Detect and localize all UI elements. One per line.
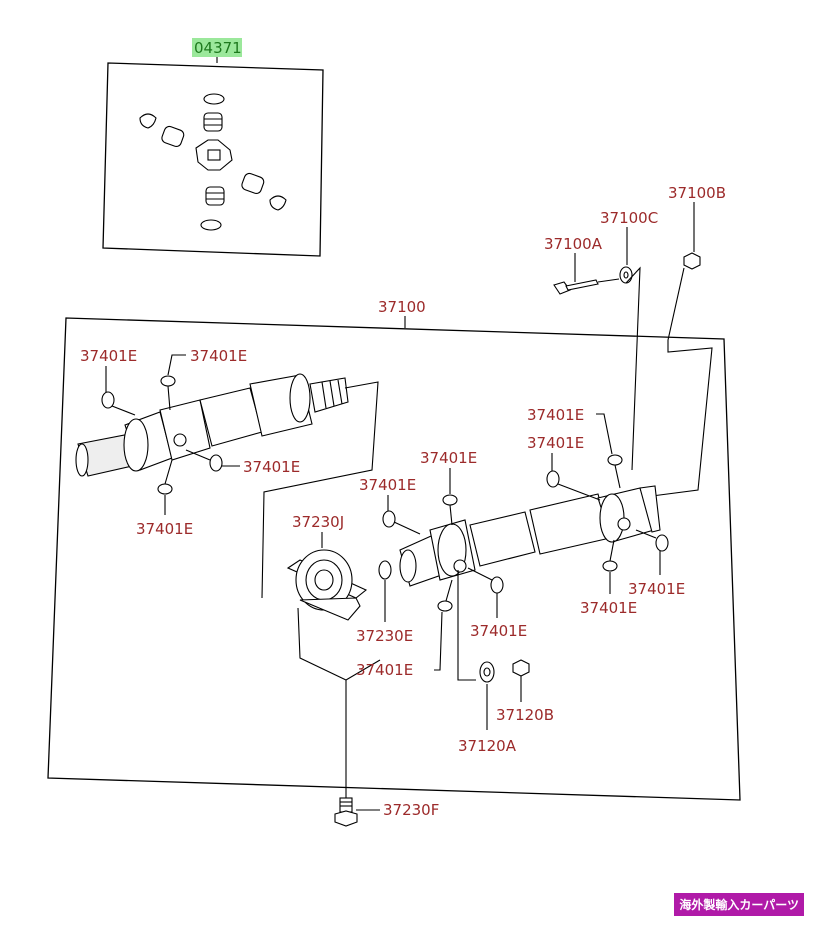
label-37100[interactable]: 37100 (378, 298, 426, 316)
bolt-37100a (553, 279, 599, 295)
label-37401e-1[interactable]: 37401E (80, 347, 137, 365)
label-37401e-12[interactable]: 37401E (580, 599, 637, 617)
kit-frame (102, 62, 324, 257)
label-37230j[interactable]: 37230J (292, 513, 344, 531)
label-37401e-11[interactable]: 37401E (628, 580, 685, 598)
watermark-badge: 海外製輸入カーパーツ (674, 893, 804, 916)
label-37100c[interactable]: 37100C (600, 209, 658, 227)
label-37230e[interactable]: 37230E (356, 627, 413, 645)
label-37401e-2[interactable]: 37401E (190, 347, 247, 365)
label-37401e-9[interactable]: 37401E (527, 406, 584, 424)
label-04371[interactable]: 04371 (194, 39, 242, 57)
label-37401e-4[interactable]: 37401E (136, 520, 193, 538)
label-37230f[interactable]: 37230F (383, 801, 439, 819)
washer-37230e (378, 560, 392, 580)
label-37401e-8[interactable]: 37401E (356, 661, 413, 679)
label-37401e-7[interactable]: 37401E (470, 622, 527, 640)
label-37120b[interactable]: 37120B (496, 706, 554, 724)
label-37401e-10[interactable]: 37401E (527, 434, 584, 452)
nut-37100b (683, 252, 701, 270)
bolt-37230f (334, 797, 358, 827)
center-bearing-37230j (286, 549, 368, 621)
label-37100b[interactable]: 37100B (668, 184, 726, 202)
kit-label-highlight (192, 38, 242, 57)
label-37120a[interactable]: 37120A (458, 737, 517, 755)
front-propeller-shaft (75, 373, 349, 477)
universal-joint-kit (139, 93, 287, 231)
assembly-frame (47, 317, 741, 801)
rear-propeller-shaft (399, 485, 661, 587)
label-37100a[interactable]: 37100A (544, 235, 603, 253)
label-37401e-3[interactable]: 37401E (243, 458, 300, 476)
nut-37120b (512, 659, 530, 677)
label-37401e-6[interactable]: 37401E (359, 476, 416, 494)
label-37401e-5[interactable]: 37401E (420, 449, 477, 467)
